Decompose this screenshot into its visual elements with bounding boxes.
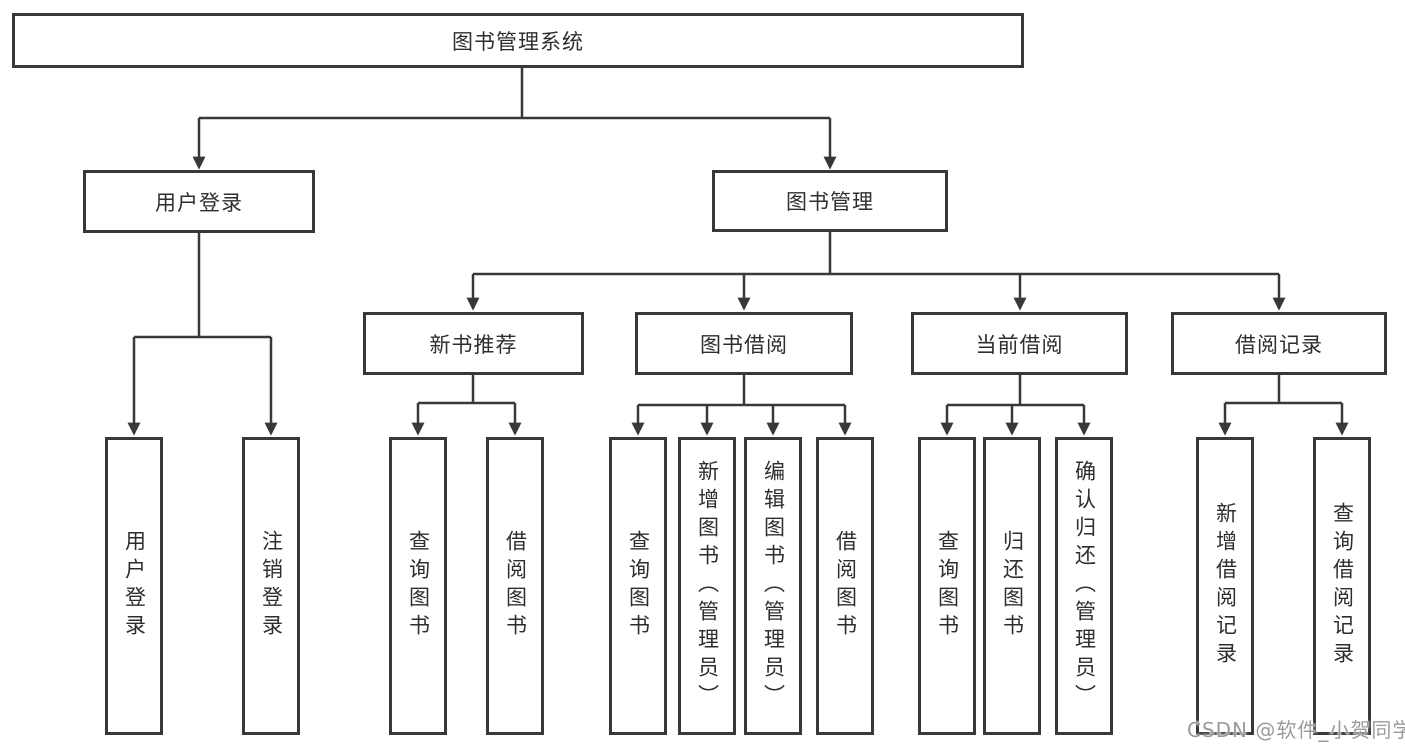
leaf-query-books-borrow: 查询图书 — [609, 437, 667, 735]
connector-arrows — [127, 118, 1349, 436]
node-borrow-records: 借阅记录 — [1171, 312, 1387, 375]
leaf-return-books: 归还图书 — [983, 437, 1041, 735]
leaf-add-borrow-record: 新增借阅记录 — [1196, 437, 1254, 735]
leaf-borrow-books-recommend: 借阅图书 — [486, 437, 544, 735]
connector-trunks — [134, 68, 1342, 407]
node-book-borrow: 图书借阅 — [635, 312, 853, 375]
leaf-user-login: 用户登录 — [105, 437, 163, 735]
leaf-add-books-admin: 新增图书（管理员） — [678, 437, 736, 735]
leaf-query-books-recommend: 查询图书 — [389, 437, 447, 735]
watermark: CSDN @软件_小贺同学 — [1187, 718, 1405, 742]
node-user-login: 用户登录 — [83, 170, 315, 233]
node-root-system: 图书管理系统 — [12, 13, 1024, 68]
node-current-borrow: 当前借阅 — [911, 312, 1128, 375]
node-book-management: 图书管理 — [712, 170, 948, 232]
leaf-borrow-books: 借阅图书 — [816, 437, 874, 735]
leaf-confirm-return-admin: 确认归还（管理员） — [1055, 437, 1113, 735]
leaf-edit-books-admin: 编辑图书（管理员） — [744, 437, 802, 735]
leaf-query-borrow-record: 查询借阅记录 — [1313, 437, 1371, 735]
leaf-query-books-current: 查询图书 — [918, 437, 976, 735]
leaf-logout: 注销登录 — [242, 437, 300, 735]
node-new-book-recommend: 新书推荐 — [363, 312, 584, 375]
